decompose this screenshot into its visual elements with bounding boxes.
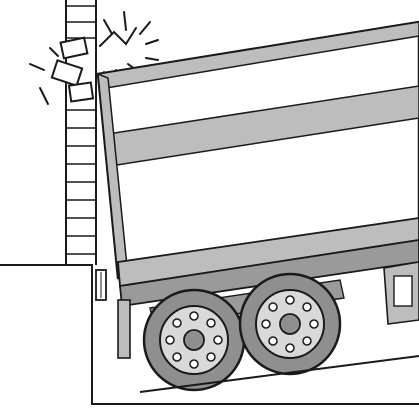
trailer-icon [95, 20, 419, 359]
brick-ladder-icon [50, 0, 97, 265]
wheel-icon-rear [238, 272, 342, 376]
ramp-line [139, 355, 419, 393]
ground-outline [0, 264, 419, 405]
wheel-icon-front [142, 288, 246, 392]
